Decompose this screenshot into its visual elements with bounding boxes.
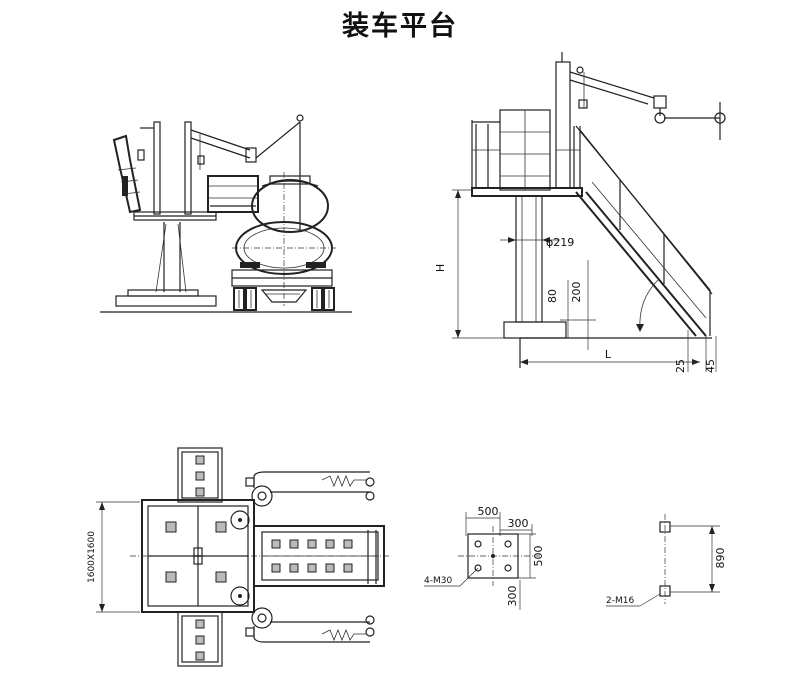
foundation-detail-stair: 890 2-M16 [606, 514, 727, 607]
height-dimension-label: H [434, 264, 447, 272]
side-view-platform-with-stair: H φ219 80 200 L 25 45 [434, 52, 726, 373]
dim-200-label: 200 [570, 282, 583, 303]
dim-890-label: 890 [714, 548, 727, 569]
anchor-bolt-m16-label: 2-M16 [606, 596, 634, 606]
dim-300-top-label: 300 [508, 517, 529, 530]
anchor-bolt-m30-label: 4-M30 [424, 576, 452, 586]
dim-25-label: 25 [674, 359, 687, 373]
dim-300-side-label: 300 [506, 586, 519, 607]
length-dimension-label: L [605, 348, 612, 361]
dim-500-top-label: 500 [478, 505, 499, 518]
column-diameter-label: φ219 [546, 236, 574, 249]
dim-80-label: 80 [546, 289, 559, 303]
dim-45-label: 45 [704, 359, 717, 373]
dim-500-side-label: 500 [532, 546, 545, 567]
plan-view-platform: 1600X1600 [87, 447, 390, 667]
diagram-title: 装车平台 [342, 11, 458, 42]
front-view-truck-loading [100, 114, 352, 313]
foundation-detail-column: 500 300 500 300 4-M30 [424, 505, 545, 610]
platform-size-label: 1600X1600 [87, 531, 97, 583]
